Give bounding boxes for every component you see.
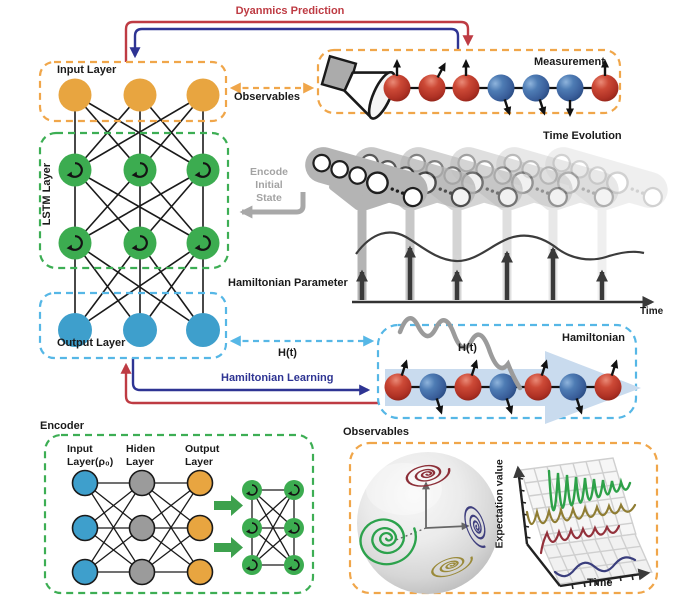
encoder-input-label-1: Input: [67, 443, 93, 455]
observables-link-label: Observables: [234, 91, 301, 103]
encoder-input-label-2: Layer(ρ₀): [67, 456, 114, 468]
encode-initial-state-arrow: [239, 192, 306, 219]
output-layer-box: [38, 291, 228, 360]
time-evolution-graphic: [239, 143, 672, 308]
encoder-hidden-label-1: Hiden: [126, 443, 156, 455]
curve-olive: [525, 502, 637, 526]
time-3d-label: Time: [587, 577, 613, 589]
encoder-box: [43, 433, 315, 595]
bloch-axes: [395, 481, 470, 541]
output-layer-label: Output Layer: [57, 337, 126, 349]
dynamics-prediction-label: Dyanmics Prediction: [235, 5, 345, 17]
output-layer-nodes: [58, 313, 220, 347]
encoder-graphic: [71, 469, 304, 586]
observables-panel-title: Observables: [343, 426, 410, 438]
encode-arrow-1: [214, 495, 243, 516]
input-layer-label: Input Layer: [57, 64, 117, 76]
hamiltonian-parameter-label: Hamiltonian Parameter: [228, 277, 348, 289]
megaphone-icon: [320, 54, 397, 120]
measurement-graphic: [320, 54, 620, 121]
hamiltonian-graphic: [379, 316, 641, 424]
encoded-lstm-nodes: [242, 480, 304, 575]
expectation-value-label: Expectation value: [493, 459, 506, 549]
encode-arrow-2: [214, 537, 243, 558]
hamiltonian-to-output-path: [120, 362, 378, 405]
ht-curve-label: H(t): [458, 342, 477, 354]
time-evolution-label: Time Evolution: [543, 130, 622, 142]
encoder-input-nodes: [71, 469, 99, 586]
observables-box: [348, 441, 659, 595]
plot-axes: [513, 465, 651, 588]
curve-green: [547, 469, 632, 512]
observables-graphic: [353, 452, 653, 594]
lstm-layer-label: LSTM Layer: [40, 162, 53, 226]
input-layer-box: [38, 60, 228, 123]
flow-paths: [120, 20, 474, 405]
curve-darkred: [539, 524, 621, 555]
encoder-hidden-nodes: [128, 469, 156, 586]
encode-initial-state-label-2: Initial: [255, 179, 283, 191]
lstm-layer-nodes: [58, 153, 220, 260]
encode-initial-state-label-1: Encode: [250, 166, 288, 178]
hamiltonian-box: [376, 323, 638, 420]
ht-link-label: H(t): [278, 347, 297, 359]
encode-initial-state-label-3: State: [256, 192, 282, 204]
measurement-box: [316, 48, 622, 115]
bloch-sphere: [357, 452, 499, 594]
encoder-title: Encoder: [40, 420, 85, 432]
input-layer-nodes: [58, 78, 220, 112]
time-axis-label: Time: [640, 306, 664, 317]
curve-navy: [553, 556, 637, 578]
parameter-wave: [355, 231, 645, 263]
hamiltonian-learning-label: Hamiltonian Learning: [221, 372, 334, 384]
encoder-hidden-label-2: Layer: [126, 456, 155, 468]
main-network: [58, 78, 220, 347]
encoder-output-label-1: Output: [185, 443, 220, 455]
encoder-output-label-2: Layer: [185, 456, 214, 468]
measurement-to-input-path: [129, 27, 460, 59]
hamiltonian-learning-path: [131, 358, 371, 396]
measurement-label: Measurement: [534, 56, 605, 68]
dynamics-prediction-path: [124, 20, 474, 62]
encoder-output-nodes: [186, 469, 214, 586]
lstm-layer-box: [38, 131, 230, 270]
ht-squiggle: [397, 316, 523, 391]
expectation-plot: [513, 457, 653, 590]
hamiltonian-label: Hamiltonian: [562, 332, 625, 344]
parameter-pulse-arrows: [356, 245, 608, 300]
